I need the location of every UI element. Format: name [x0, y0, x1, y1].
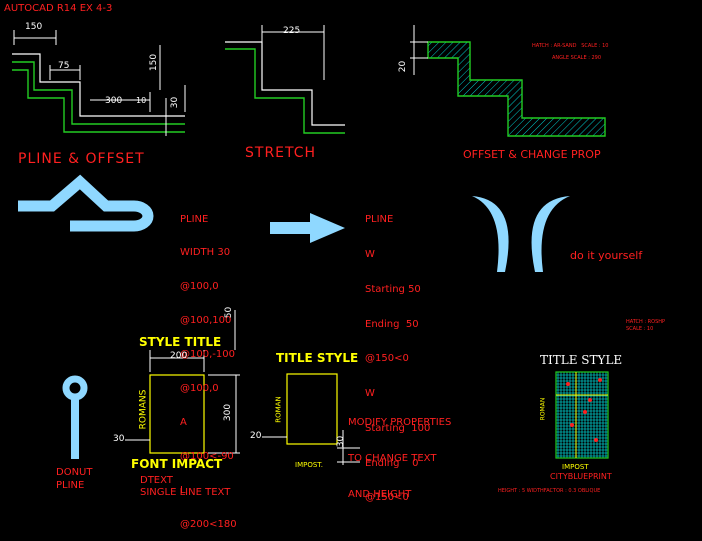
dim-300b: 300 — [223, 403, 234, 422]
pline-w-cmd: W — [365, 388, 375, 400]
label-romans: ROMANS — [138, 389, 149, 430]
pline-cmd: A — [180, 416, 187, 428]
roman-dimensions — [262, 430, 360, 465]
pline-cmd: WIDTH 30 — [180, 247, 231, 259]
label-style-title: STYLE TITLE — [139, 335, 222, 349]
romans-dimensions — [125, 310, 240, 454]
pline-width-shape — [18, 174, 154, 232]
crossed-arcs-shape — [472, 196, 570, 272]
dim-150a: 150 — [25, 22, 43, 32]
dim-30c: 30 — [336, 435, 347, 448]
hatched-stair-drawing — [427, 41, 606, 137]
pline-w-cmd: Ending 0 — [365, 457, 419, 469]
dim-225: 225 — [283, 26, 301, 36]
dim-50: 50 — [224, 306, 235, 319]
donut-shape — [62, 375, 88, 459]
dim-10: 10 — [136, 96, 147, 105]
dim-30b: 30 — [113, 434, 125, 444]
label-title-style: TITLE STYLE — [276, 351, 359, 365]
pline-w-cmd: @150<0 — [365, 492, 409, 504]
modify-line: TO CHANGE TEXT — [348, 453, 437, 464]
label-pline-offset: PLINE & OFFSET — [18, 151, 145, 167]
pline-stair-drawing — [12, 53, 185, 133]
label-city-blueprint: CITYBLUEPRINT — [550, 472, 612, 481]
modify-line: MODIFY PROPERTIES — [348, 417, 452, 428]
label-donut-pline: PLINE — [56, 480, 85, 491]
stretch-stair-drawing — [225, 41, 345, 134]
pline-width-command-list: PLINE W Starting 50 Ending 50 @150<0 W S… — [365, 191, 430, 516]
dim-30a: 30 — [170, 96, 181, 109]
pline-w-cmd: Ending 50 — [365, 318, 419, 330]
pline-cmd: @100,0 — [180, 281, 219, 293]
label-stretch: STRETCH — [245, 145, 317, 161]
hatch-info-4: SCALE : 10 — [626, 326, 654, 332]
dim-75: 75 — [58, 61, 70, 71]
dim-200: 200 — [170, 351, 188, 361]
label-roman: ROMAN — [274, 396, 283, 423]
label-roman-2: ROMAN — [539, 397, 547, 421]
label-do-it-yourself: do it yourself — [570, 249, 643, 262]
window-title: AUTOCAD R14 EX 4-3 — [4, 3, 113, 14]
pline-cmd: PLINE — [180, 213, 209, 225]
pline-cmd: @200<180 — [180, 518, 237, 530]
dim-20a: 20 — [398, 60, 409, 73]
text-box-romans — [149, 374, 205, 454]
label-offset-change: OFFSET & CHANGE PROP — [463, 148, 601, 161]
hatch-info-1: HATCH : AR-SAND SCALE : 10 — [532, 43, 609, 49]
dim-150b: 150 — [149, 53, 160, 72]
modify-line: AND HEIGHT — [348, 489, 412, 500]
dim-300: 300 — [105, 96, 123, 106]
hatch-info-3: HATCH : ROSHP — [626, 319, 666, 325]
pline-cmd: L — [180, 484, 186, 496]
label-donut: DONUT — [56, 467, 93, 478]
dim-20b: 20 — [250, 431, 262, 441]
arrow-shape — [270, 213, 345, 243]
pline-w-cmd: PLINE — [365, 214, 394, 226]
label-title-style-2: TITLE STYLE — [540, 353, 623, 367]
label-impost: IMPOST. — [295, 461, 323, 469]
blueprint-panel — [555, 371, 609, 459]
label-single-line-text: SINGLE LINE TEXT — [140, 487, 231, 498]
pline-cmd: @100<-90 — [180, 450, 234, 462]
pline-cmd: @100,0 — [180, 383, 219, 395]
bottom-note: HEIGHT : 5 WIDTHFACTOR : 0.3 OBLIQUE — [498, 488, 601, 494]
pline-cmd: @100,-100 — [180, 349, 235, 361]
pline-cmd: @100,100 — [180, 315, 232, 327]
modify-properties-note: MODIFY PROPERTIES TO CHANGE TEXT AND HEI… — [348, 393, 451, 513]
text-box-roman — [286, 373, 338, 445]
cad-drawing-canvas[interactable] — [0, 0, 702, 504]
label-font-impact: FONT IMPACT — [131, 457, 223, 471]
pline-w-cmd: @150<0 — [365, 353, 409, 365]
pline-w-cmd: Starting 100 — [365, 422, 431, 434]
pline-w-cmd: Starting 50 — [365, 283, 421, 295]
hatch-info-2: ANGLE SCALE : 290 — [552, 55, 602, 61]
label-impost-2: IMPOST — [562, 463, 589, 471]
pline-w-cmd: W — [365, 248, 375, 260]
stretch-dimensions — [261, 25, 325, 80]
stair-dimensions — [13, 30, 186, 136]
label-dtext: DTEXT — [140, 475, 173, 486]
hatched-dimension — [410, 25, 428, 75]
